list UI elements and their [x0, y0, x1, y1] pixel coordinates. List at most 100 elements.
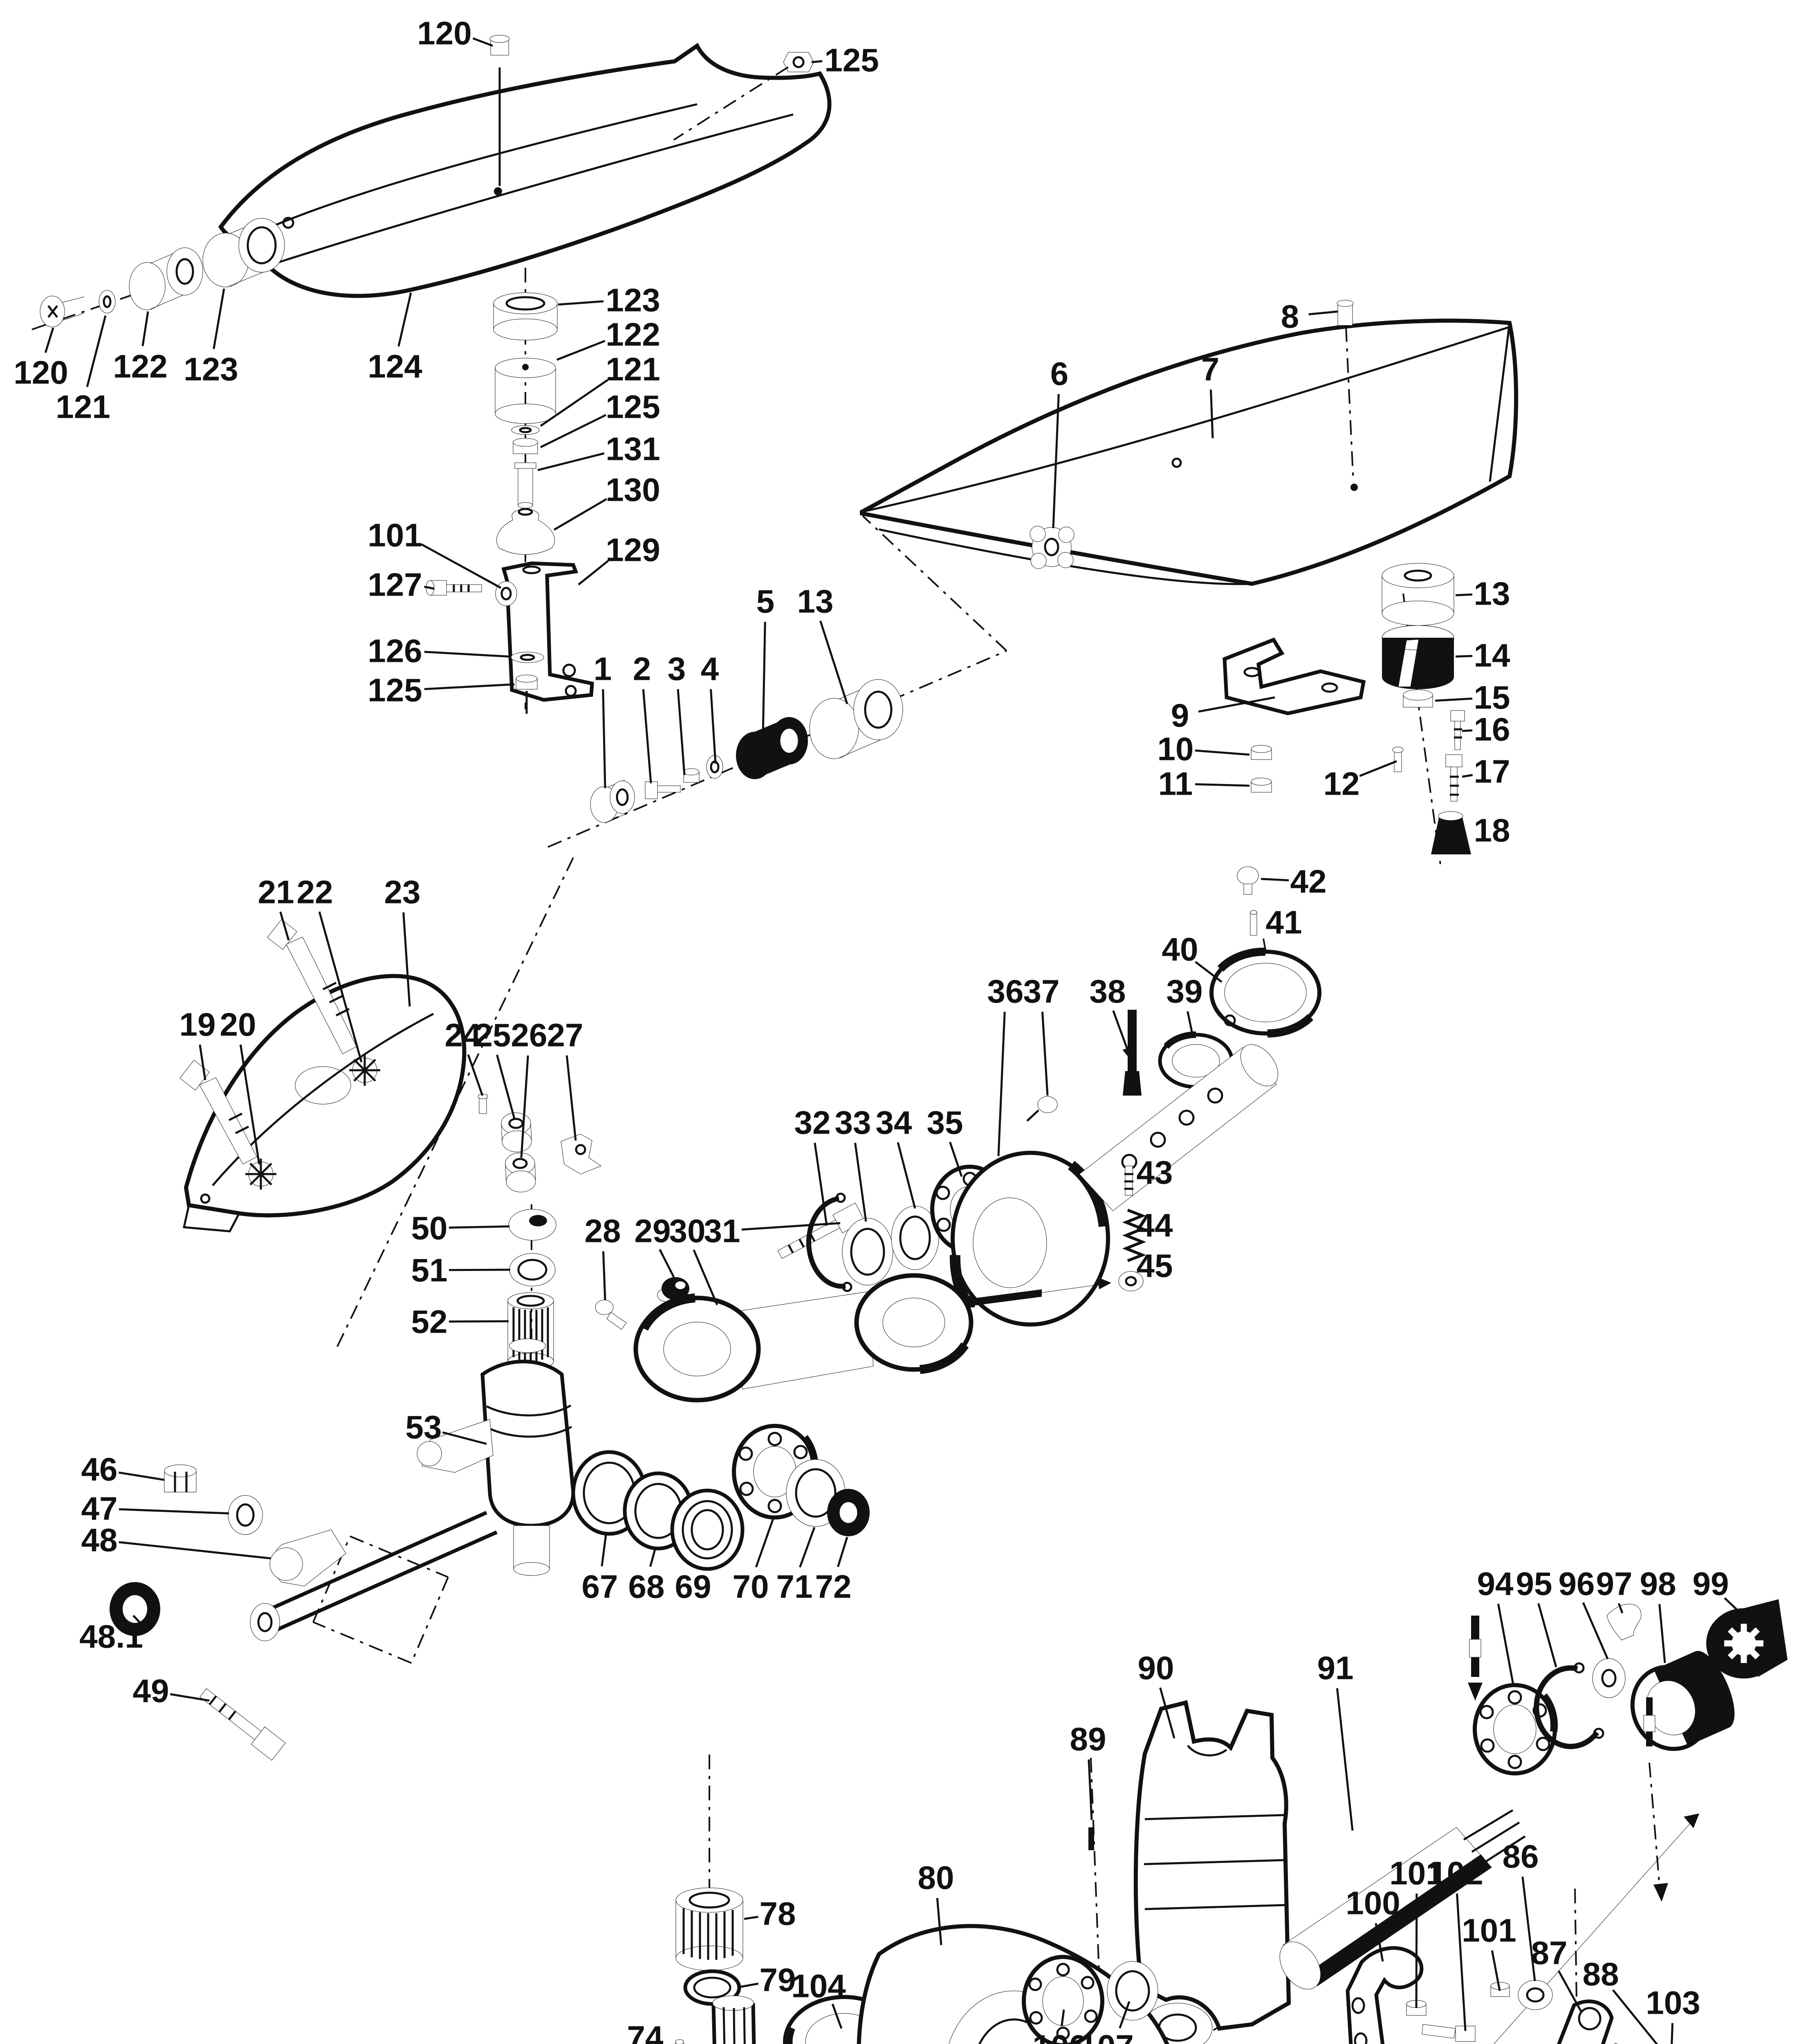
- spline-78: [675, 1887, 743, 1971]
- part-label-48.1: 48.1: [79, 1618, 143, 1655]
- part-label-10: 10: [1157, 731, 1194, 767]
- leader-line: [449, 1225, 510, 1229]
- leader-line: [119, 1508, 229, 1515]
- leader-line: [1336, 1688, 1354, 1831]
- leader-line: [602, 689, 606, 789]
- part-label-78: 78: [760, 1896, 796, 1932]
- parts-46-49-tierod: [110, 1464, 498, 1761]
- leader-line: [540, 379, 609, 427]
- part-label-87: 87: [1531, 1935, 1568, 1971]
- part-label-120: 120: [417, 15, 471, 52]
- leader-line: [1617, 1603, 1624, 1614]
- leader-line: [744, 1916, 758, 1920]
- part-label-70: 70: [733, 1569, 769, 1605]
- part-label-69: 69: [675, 1569, 711, 1605]
- parts-94-99: [1468, 1599, 1788, 2044]
- part-label-130: 130: [606, 472, 660, 508]
- part-23-cover: [179, 919, 602, 1233]
- leader-line: [540, 414, 607, 448]
- leader-line: [421, 543, 502, 589]
- leader-line: [442, 1431, 487, 1445]
- leader-line: [1088, 1759, 1093, 1820]
- part-label-74: 74: [627, 2019, 664, 2044]
- part-label-94: 94: [1477, 1566, 1514, 1602]
- part-label-2: 2: [633, 651, 651, 687]
- leader-line: [141, 311, 149, 346]
- leader-line: [553, 498, 608, 531]
- part-label-20: 20: [220, 1006, 256, 1043]
- part-label-106: 106: [1032, 2028, 1087, 2044]
- leader-arrowhead: [1122, 1047, 1132, 1061]
- leader-line: [837, 1537, 848, 1567]
- parts-right-column: [1223, 563, 1471, 854]
- part-label-71: 71: [776, 1569, 813, 1605]
- part-label-107: 107: [1079, 2028, 1133, 2044]
- leader-line: [537, 452, 605, 471]
- part-label-126: 126: [368, 633, 422, 669]
- part-label-24: 24: [445, 1017, 481, 1053]
- leader-line: [449, 1320, 509, 1323]
- leader-line: [424, 585, 435, 590]
- part-arm-knuckle: [417, 1273, 974, 1576]
- part-label-45: 45: [1137, 1248, 1173, 1284]
- leader-line: [520, 1055, 529, 1158]
- part-label-96: 96: [1559, 1566, 1595, 1602]
- part-label-129: 129: [606, 532, 660, 568]
- leader-line: [1435, 697, 1473, 702]
- part-label-26: 26: [511, 1017, 547, 1053]
- leader-line: [1521, 1876, 1536, 1981]
- part-axle-beam: [711, 1995, 756, 2044]
- part-label-72: 72: [815, 1569, 852, 1605]
- bolt-19: [179, 1060, 257, 1165]
- part-label-29: 29: [635, 1213, 671, 1249]
- part-label-4: 4: [701, 651, 719, 687]
- part-label-17: 17: [1474, 753, 1510, 790]
- part-label-1: 1: [594, 651, 612, 687]
- leader-line: [213, 288, 225, 350]
- leader-line: [1195, 749, 1250, 756]
- parts-120-123-row: [40, 218, 285, 327]
- leader-line: [649, 1549, 656, 1567]
- leader-line: [424, 651, 509, 658]
- part-label-53: 53: [406, 1409, 442, 1446]
- part-labels-layer: 1201251231221211251311301291011271261251…: [13, 15, 1741, 2044]
- part-label-123: 123: [606, 282, 660, 318]
- leader-line: [693, 1249, 718, 1305]
- part-label-79: 79: [760, 1962, 796, 1998]
- part-label-33: 33: [835, 1105, 871, 1141]
- knob-6: [1030, 526, 1074, 569]
- leader-line: [1537, 1603, 1557, 1667]
- part-label-31: 31: [704, 1213, 740, 1249]
- part-label-13: 13: [797, 583, 834, 620]
- leader-line: [1455, 593, 1473, 596]
- leader-line: [949, 1141, 963, 1177]
- part-label-27: 27: [547, 1017, 583, 1053]
- part-label-36: 36: [987, 973, 1024, 1010]
- part-7-cover: [860, 300, 1519, 586]
- part-label-131: 131: [606, 431, 660, 467]
- part-label-86: 86: [1503, 1838, 1539, 1875]
- part-label-38: 38: [1090, 973, 1126, 1010]
- leader-line: [831, 2004, 843, 2029]
- leader-line: [814, 1143, 828, 1226]
- part-label-13: 13: [1474, 576, 1510, 612]
- part-label-97: 97: [1596, 1566, 1633, 1602]
- leader-line: [472, 37, 493, 47]
- part-label-68: 68: [628, 1569, 665, 1605]
- leader-line: [1415, 1893, 1418, 2008]
- leader-line: [318, 911, 363, 1062]
- leader-line: [1456, 1893, 1467, 2031]
- part-label-6: 6: [1050, 356, 1069, 392]
- parts-86-88-100-103: [1346, 1946, 1618, 2044]
- leader-line: [601, 1534, 607, 1567]
- part-label-90: 90: [1138, 1650, 1174, 1686]
- leader-line: [642, 689, 652, 784]
- leader-line: [496, 1054, 516, 1119]
- parts-67-72: [571, 1424, 870, 1571]
- part-label-99: 99: [1693, 1566, 1729, 1602]
- part-label-28: 28: [585, 1213, 621, 1249]
- leader-line: [819, 620, 848, 704]
- leader-line: [755, 1517, 775, 1568]
- part-label-7: 7: [1201, 351, 1220, 388]
